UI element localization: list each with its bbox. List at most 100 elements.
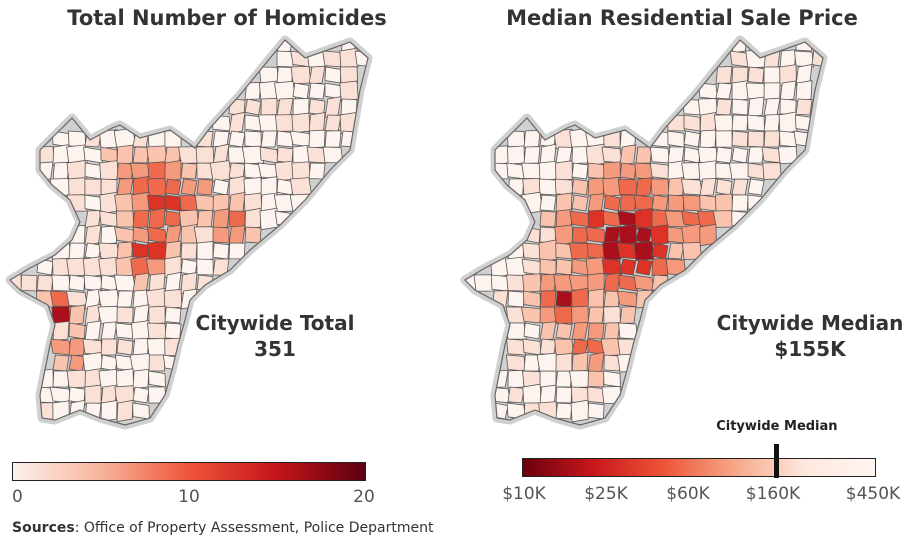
census-tract	[571, 146, 589, 164]
citywide-median-marker	[774, 444, 780, 478]
homicides-callout-label: Citywide Total	[195, 311, 355, 335]
census-tract	[682, 194, 702, 212]
census-tract	[571, 321, 589, 341]
census-tract	[680, 178, 704, 196]
census-tract	[196, 209, 214, 229]
census-tract	[571, 305, 589, 325]
census-tract	[241, 145, 265, 165]
census-tract	[164, 255, 182, 279]
census-tract	[68, 354, 86, 372]
census-tract	[196, 241, 214, 261]
census-tract	[522, 273, 542, 293]
census-tract	[84, 162, 102, 180]
census-tract	[779, 130, 797, 148]
census-tract	[539, 273, 557, 293]
city-boundary	[9, 39, 369, 426]
census-tract	[603, 306, 621, 324]
census-tract	[538, 178, 558, 196]
census-tract	[619, 144, 637, 166]
census-tract	[506, 338, 526, 356]
census-tract	[555, 370, 573, 388]
census-tract	[555, 402, 573, 420]
census-tract	[667, 194, 685, 212]
census-tract	[747, 162, 765, 180]
census-tract	[521, 258, 543, 276]
census-tract	[274, 80, 296, 102]
census-tract	[715, 146, 733, 164]
sale-price-map	[460, 35, 828, 430]
census-tract	[585, 226, 607, 244]
census-tract	[324, 82, 342, 100]
census-tract	[747, 96, 765, 118]
census-tract	[99, 160, 119, 182]
census-tract	[83, 146, 103, 164]
census-tract	[731, 130, 749, 148]
census-tract	[619, 162, 637, 180]
census-tract	[148, 370, 166, 388]
census-tract	[66, 369, 88, 389]
tract-layer	[465, 40, 823, 423]
census-tract	[147, 322, 167, 340]
census-tract	[339, 47, 359, 71]
census-tract	[164, 306, 182, 324]
census-tract	[538, 239, 558, 263]
census-tract	[570, 399, 590, 423]
census-tract	[66, 290, 88, 308]
homicides-legend-tick-10: 10	[178, 487, 200, 507]
census-tract	[132, 337, 150, 357]
sale-price-legend-tick-450k: $450K	[845, 484, 901, 504]
census-tract	[603, 226, 621, 244]
census-tract	[116, 144, 134, 166]
census-tract	[507, 290, 525, 308]
sale-price-legend-tick-10k: $10K	[502, 484, 546, 504]
census-tract	[539, 306, 557, 324]
census-tract	[715, 178, 733, 196]
census-tract	[97, 289, 121, 309]
census-tract	[522, 290, 542, 308]
census-tract	[616, 290, 640, 308]
census-tract	[731, 146, 749, 164]
census-tract	[116, 290, 134, 308]
census-tract	[587, 288, 605, 310]
census-tract	[539, 290, 557, 308]
census-tract	[715, 130, 733, 148]
census-tract	[728, 162, 752, 180]
census-tract	[52, 161, 70, 181]
census-tract	[617, 178, 639, 196]
census-tract	[587, 162, 605, 180]
census-tract	[147, 226, 167, 244]
census-tract	[778, 111, 798, 135]
census-tract	[779, 80, 797, 102]
census-tract	[715, 98, 733, 116]
census-tract	[523, 354, 541, 372]
sale-price-callout-label: Citywide Median	[716, 311, 904, 335]
census-tract	[228, 225, 246, 245]
census-tract	[667, 242, 685, 260]
census-tract	[324, 66, 342, 84]
census-tract	[68, 304, 86, 326]
census-tract	[100, 321, 118, 341]
census-tract	[523, 129, 541, 149]
census-tract	[244, 207, 262, 231]
census-tract	[683, 114, 701, 132]
census-tract	[308, 82, 326, 100]
census-tract	[522, 177, 542, 197]
homicides-panel: Total Number of Homicides Citywide Total…	[0, 0, 454, 543]
census-tract	[68, 242, 86, 260]
census-tract	[747, 66, 765, 84]
census-tract	[699, 194, 717, 212]
census-tract	[619, 194, 637, 212]
census-tract	[507, 386, 525, 404]
census-tract	[276, 50, 294, 68]
census-tract	[539, 321, 557, 341]
census-tract	[146, 337, 168, 357]
census-tract	[763, 130, 781, 148]
census-tract	[795, 80, 813, 102]
census-tract	[490, 274, 510, 292]
census-tract	[20, 274, 38, 292]
census-tract	[571, 258, 589, 276]
census-tract	[555, 386, 573, 404]
census-tract	[100, 225, 118, 245]
census-tract	[555, 352, 573, 374]
census-tract	[52, 354, 70, 372]
